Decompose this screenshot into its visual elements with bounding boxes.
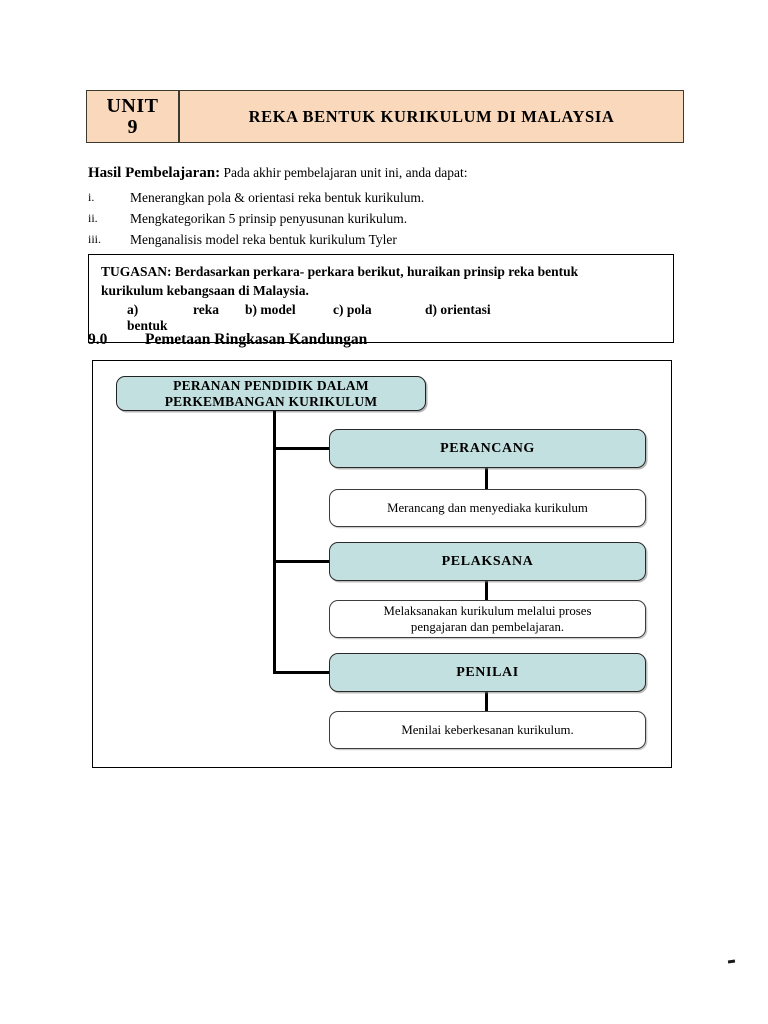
flow-node-desc-text: Merancang dan menyediaka kurikulum — [387, 500, 588, 516]
flow-node-role-perancang: PERANCANG — [329, 429, 646, 468]
outcomes-lead-line: Hasil Pembelajaran: Pada akhir pembelaja… — [88, 163, 688, 185]
list-item: ii. Mengkategorikan 5 prinsip penyusunan… — [88, 209, 688, 230]
outcome-marker: ii. — [88, 210, 98, 225]
section-heading: 9.0 Pemetaan Ringkasan Kandungan — [88, 331, 367, 349]
page-title: REKA BENTUK KURIKULUM DI MALAYSIA — [248, 106, 615, 126]
tugasan-option-a-key: a) — [127, 302, 139, 318]
unit-title-cell: REKA BENTUK KURIKULUM DI MALAYSIA — [180, 91, 683, 142]
tugasan-options-row: a)reka bentuk b) model c) pola d) orient… — [101, 302, 663, 334]
flow-connector-stub-3 — [485, 692, 489, 713]
flow-node-root-line2: PERKEMBANGAN KURIKULUM — [164, 393, 378, 409]
page-corner-mark — [727, 959, 736, 964]
learning-outcomes-section: Hasil Pembelajaran: Pada akhir pembelaja… — [88, 163, 688, 251]
tugasan-option-d: d) orientasi — [425, 302, 491, 318]
flow-node-role-label: PELAKSANA — [441, 553, 534, 569]
tugasan-option-a-label: reka bentuk — [127, 302, 219, 334]
flowchart-canvas: PERANAN PENDIDIK DALAM PERKEMBANGAN KURI… — [93, 361, 671, 767]
outcomes-list: i. Menerangkan pola & orientasi reka ben… — [88, 188, 688, 251]
flow-node-role-pelaksana: PELAKSANA — [329, 542, 646, 581]
flow-node-desc-line1: Merancang dan menyediaka kurikulum — [387, 500, 588, 515]
unit-number-label: 9 — [127, 115, 138, 138]
flow-connector-stub-1 — [485, 468, 489, 489]
unit-word-label: UNIT — [106, 94, 159, 117]
flow-connector-trunk — [273, 411, 277, 674]
flow-node-root-text: PERANAN PENDIDIK DALAM PERKEMBANGAN KURI… — [165, 378, 378, 410]
flow-connector-branch-3 — [273, 671, 331, 675]
tugasan-box: TUGASAN: Berdasarkan perkara- perkara be… — [88, 254, 674, 344]
list-item: iii. Menganalisis model reka bentuk kuri… — [88, 230, 688, 251]
unit-number-badge: UNIT 9 — [87, 91, 180, 142]
tugasan-option-a: a)reka bentuk — [127, 302, 245, 334]
outcomes-lead-text: Pada akhir pembelajaran unit ini, anda d… — [223, 165, 468, 180]
outcome-text: Menganalisis model reka bentuk kurikulum… — [130, 231, 397, 247]
flow-node-desc-line1: Melaksanakan kurikulum melalui proses — [383, 603, 592, 618]
flowchart-container: PERANAN PENDIDIK DALAM PERKEMBANGAN KURI… — [92, 360, 672, 768]
flow-node-desc-line1: Menilai keberkesanan kurikulum. — [401, 722, 574, 737]
flow-node-desc-text: Melaksanakan kurikulum melalui proses pe… — [384, 603, 592, 635]
tugasan-line-2: kurikulum kebangsaan di Malaysia. — [101, 283, 309, 299]
flow-connector-stub-2 — [485, 581, 489, 602]
flow-node-role-label: PENILAI — [456, 664, 519, 680]
flow-node-desc-line2: pengajaran dan pembelajaran. — [410, 620, 565, 634]
section-number: 9.0 — [88, 331, 108, 348]
outcome-text: Mengkategorikan 5 prinsip penyusunan kur… — [130, 210, 408, 226]
tugasan-line-1: TUGASAN: Berdasarkan perkara- perkara be… — [101, 264, 579, 279]
outcomes-label: Hasil Pembelajaran: — [88, 165, 221, 181]
list-item: i. Menerangkan pola & orientasi reka ben… — [88, 188, 688, 209]
flow-node-desc-pelaksana: Melaksanakan kurikulum melalui proses pe… — [329, 600, 646, 638]
section-title: Pemetaan Ringkasan Kandungan — [145, 331, 368, 348]
flow-node-role-label: PERANCANG — [440, 440, 535, 456]
unit-header-bar: UNIT 9 REKA BENTUK KURIKULUM DI MALAYSIA — [86, 90, 684, 143]
flow-connector-branch-1 — [273, 447, 331, 451]
outcome-marker: i. — [88, 189, 95, 204]
flow-node-root-line1: PERANAN PENDIDIK DALAM — [173, 377, 369, 393]
flow-node-role-penilai: PENILAI — [329, 653, 646, 692]
flow-node-desc-text: Menilai keberkesanan kurikulum. — [401, 722, 573, 738]
flow-node-desc-penilai: Menilai keberkesanan kurikulum. — [329, 711, 646, 749]
tugasan-option-c: c) pola — [333, 302, 372, 318]
flow-node-root: PERANAN PENDIDIK DALAM PERKEMBANGAN KURI… — [116, 376, 426, 411]
tugasan-option-b: b) model — [245, 302, 296, 318]
flow-node-desc-perancang: Merancang dan menyediaka kurikulum — [329, 489, 646, 527]
flow-connector-branch-2 — [273, 560, 331, 564]
outcome-marker: iii. — [88, 231, 102, 246]
outcome-text: Menerangkan pola & orientasi reka bentuk… — [130, 189, 425, 205]
